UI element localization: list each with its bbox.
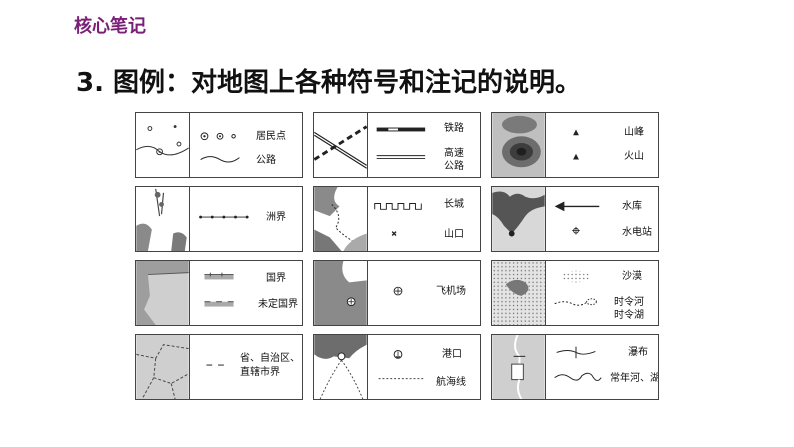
national-border-icon bbox=[204, 272, 234, 307]
map-thumbnail-provincial bbox=[136, 335, 190, 399]
legend-card-continent-boundary: 洲界 bbox=[135, 186, 303, 252]
label-railway: 铁路 bbox=[444, 123, 464, 134]
label-settlement: 居民点 bbox=[256, 131, 286, 142]
label-continent-boundary: 洲界 bbox=[266, 212, 286, 223]
label-road: 公路 bbox=[256, 155, 276, 166]
legend-card-port: 港口 航海线 bbox=[313, 334, 481, 400]
legend-card-airport: 飞机场 bbox=[313, 260, 481, 326]
label-waterfall: 瀑布 bbox=[628, 347, 648, 358]
map-thumbnail-border bbox=[136, 261, 190, 325]
label-perennial: 常年河、湖 bbox=[610, 373, 659, 384]
label-expressway-line1: 高速 bbox=[444, 148, 464, 159]
label-port: 港口 bbox=[442, 349, 462, 360]
map-thumbnail-reservoir bbox=[492, 187, 546, 251]
label-undetermined-border: 未定国界 bbox=[258, 299, 298, 310]
desert-icon bbox=[554, 270, 597, 306]
settlement-symbol-icon bbox=[200, 132, 240, 163]
label-provincial-line1: 省、自治区、 bbox=[240, 353, 300, 364]
label-great-wall: 长城 bbox=[444, 199, 464, 210]
map-thumbnail-settlement bbox=[136, 113, 190, 177]
legend-card-railway-expressway: 铁路 高速 公路 bbox=[313, 112, 481, 178]
legend-card-reservoir-hydro: 水库 水电站 bbox=[491, 186, 659, 252]
reservoir-icon bbox=[554, 201, 600, 235]
map-thumbnail-desert bbox=[492, 261, 546, 325]
label-expressway-line2: 公路 bbox=[444, 161, 464, 172]
map-legend-grid: 居民点 公路 铁路 高速 公路 bbox=[135, 112, 785, 402]
label-airport: 飞机场 bbox=[436, 286, 466, 297]
map-thumbnail-waterfall bbox=[492, 335, 546, 399]
label-national-border: 国界 bbox=[266, 273, 286, 284]
legend-card-waterfall: 瀑布 常年河、湖 bbox=[491, 334, 659, 400]
label-reservoir: 水库 bbox=[622, 201, 642, 212]
railway-symbol-icon bbox=[376, 127, 426, 160]
waterfall-icon bbox=[554, 346, 602, 382]
label-seasonal-lake: 时令湖 bbox=[614, 310, 644, 321]
provincial-boundary-icon bbox=[206, 364, 224, 366]
label-peak: 山峰 bbox=[624, 127, 644, 138]
label-volcano: 火山 bbox=[624, 151, 644, 162]
map-thumbnail-airport bbox=[314, 261, 368, 325]
map-thumbnail-railway bbox=[314, 113, 368, 177]
legend-card-border: 国界 未定国界 bbox=[135, 260, 303, 326]
legend-card-wall-pass: 长城 山口 bbox=[313, 186, 481, 252]
legend-card-desert: 沙漠 时令河 时令湖 bbox=[491, 260, 659, 326]
label-mountain-pass: 山口 bbox=[444, 229, 464, 240]
section-tag: 核心笔记 bbox=[74, 16, 146, 37]
label-desert: 沙漠 bbox=[622, 271, 642, 282]
peak-symbol-icon bbox=[573, 129, 579, 160]
legend-card-peak-volcano: 山峰 火山 bbox=[491, 112, 659, 178]
legend-card-provincial: 省、自治区、 直辖市界 bbox=[135, 334, 303, 400]
label-hydropower: 水电站 bbox=[622, 227, 652, 238]
label-sea-route: 航海线 bbox=[436, 377, 466, 388]
map-thumbnail-continent bbox=[136, 187, 190, 251]
airport-icon bbox=[393, 286, 403, 296]
map-thumbnail-peak bbox=[492, 113, 546, 177]
continent-boundary-icon bbox=[199, 215, 249, 219]
map-thumbnail-wall bbox=[314, 187, 368, 251]
label-seasonal-river: 时令河 bbox=[614, 297, 644, 308]
label-provincial-line2: 直辖市界 bbox=[240, 367, 280, 378]
great-wall-icon bbox=[374, 203, 422, 236]
page-heading: 3. 图例：对地图上各种符号和注记的说明。 bbox=[76, 68, 582, 98]
port-anchor-icon bbox=[378, 350, 424, 380]
map-thumbnail-port bbox=[314, 335, 368, 399]
legend-card-settlement-road: 居民点 公路 bbox=[135, 112, 303, 178]
